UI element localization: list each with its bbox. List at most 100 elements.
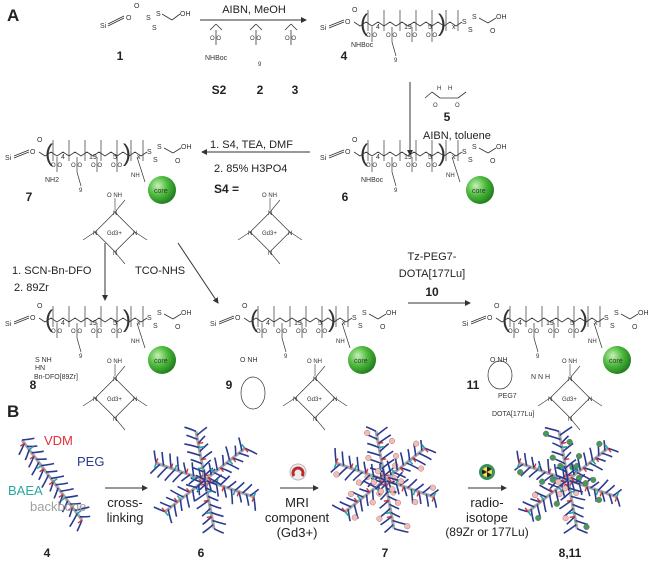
peg-side-chain xyxy=(190,458,203,465)
gadolinium-label: Gd3+ xyxy=(107,231,122,237)
vdm-unit xyxy=(584,486,588,492)
gd-bead xyxy=(351,514,358,521)
ring-nitrogen: N xyxy=(568,417,572,423)
gd-bead xyxy=(333,471,340,478)
peg-side-chain xyxy=(187,451,201,457)
polymer-backbone xyxy=(495,317,605,323)
vdm-unit xyxy=(232,457,237,463)
peg-side-chain xyxy=(382,458,395,469)
acetate-arm xyxy=(134,397,148,407)
compound-11-label: 11 xyxy=(466,378,480,392)
bracket-close: ) xyxy=(328,306,336,333)
baea-unit xyxy=(191,475,195,482)
gd-bead xyxy=(562,515,569,522)
peg-side-chain xyxy=(544,426,560,433)
peg-side-chain xyxy=(339,501,352,508)
baea-unit xyxy=(28,445,34,451)
core-sphere xyxy=(348,346,376,374)
bond xyxy=(209,23,217,31)
peg-side-chain xyxy=(194,491,208,502)
monomer-2-structure: O O xyxy=(249,23,263,45)
peg-side-chain xyxy=(394,458,399,471)
ester-label: O O xyxy=(548,329,559,335)
peg-side-chain xyxy=(238,437,243,451)
peg-side-chain xyxy=(563,465,569,481)
silyl-label: Si xyxy=(5,155,12,162)
vdm-unit xyxy=(380,483,386,486)
vdm-unit xyxy=(401,486,405,492)
core-label: core xyxy=(154,188,168,195)
peg-side-chain xyxy=(544,474,554,482)
acetate-arm xyxy=(114,199,126,213)
baea-unit xyxy=(516,462,520,469)
peg-side-chain xyxy=(74,506,90,512)
vdm-unit xyxy=(399,467,404,473)
linker-nh: NH xyxy=(131,339,140,345)
condition-h3po4: 2. 85% H3PO4 xyxy=(214,163,288,175)
baea-unit xyxy=(164,511,169,517)
peg-side-chain xyxy=(384,524,394,534)
peg-side-chain xyxy=(380,507,391,518)
bond xyxy=(215,23,223,31)
polymer-backbone xyxy=(353,21,463,27)
subscript-19: 19 xyxy=(404,154,412,161)
bond xyxy=(172,313,182,320)
peg-side-chain xyxy=(201,507,211,517)
carbonyl-oxygen: O xyxy=(494,303,500,310)
carbonyl-oxygen: O xyxy=(134,3,140,10)
baea-unit xyxy=(197,467,203,470)
core-sphere xyxy=(466,176,494,204)
bond xyxy=(328,19,345,27)
peg-side-chain xyxy=(520,466,531,477)
trefoil-blade xyxy=(482,469,487,475)
gadolinium-label: Gd3+ xyxy=(107,397,122,403)
peg-side-chain xyxy=(590,481,600,489)
ester-label: O O xyxy=(210,36,221,42)
ring-nitrogen: N xyxy=(548,397,552,403)
ring-nitrogen: N xyxy=(113,251,117,257)
ring-nitrogen: N xyxy=(293,397,297,403)
side-chain-nh2-7: NH2 xyxy=(45,177,60,184)
core-sphere xyxy=(148,346,176,374)
peg-side-chain xyxy=(616,496,621,507)
baea-unit xyxy=(604,443,609,449)
peg-side-chain xyxy=(548,494,554,508)
peg-side-chain xyxy=(179,499,183,512)
peg-side-chain xyxy=(45,470,58,473)
radioisotope-bead xyxy=(582,480,589,487)
subscript-4: 4 xyxy=(61,320,65,327)
peg-chain xyxy=(281,337,287,353)
baea-unit xyxy=(153,462,157,469)
subscript-x: x xyxy=(137,154,141,161)
bond xyxy=(487,147,497,154)
radioisotope-bead xyxy=(595,496,602,503)
peg-side-chain xyxy=(522,501,535,508)
arrow-radio-line3: (89Zr or 177Lu) xyxy=(445,525,529,539)
ring-nitrogen: N xyxy=(333,397,337,403)
macrocycle-ring xyxy=(249,211,291,253)
ring-nitrogen: N xyxy=(588,397,592,403)
ring-nitrogen: N xyxy=(568,377,572,383)
polymer-backbone xyxy=(38,151,148,157)
peg-side-chain xyxy=(242,483,253,494)
carboxyl-oxygen: O xyxy=(632,324,638,331)
ring-nitrogen: N xyxy=(93,231,97,237)
bond xyxy=(255,23,263,31)
peg-side-chain xyxy=(41,474,50,489)
peg-side-chain xyxy=(53,487,59,499)
amide-label: O NH xyxy=(107,193,122,199)
vdm-unit xyxy=(170,463,174,469)
gd-bead xyxy=(370,479,377,486)
peg-side-chain xyxy=(192,466,204,473)
carboxylic-oh: OH xyxy=(496,144,507,151)
peg-side-chain xyxy=(359,499,364,512)
carboxylic-oh: OH xyxy=(181,144,192,151)
ester-oxygen: O xyxy=(30,315,36,322)
acetate-arm xyxy=(114,365,126,379)
peg-side-chain xyxy=(558,479,569,488)
ester-label: O O xyxy=(366,163,377,169)
s4-definition-label: S4 = xyxy=(214,182,240,196)
subscript-x: x xyxy=(342,320,346,327)
baea-unit xyxy=(253,491,257,498)
